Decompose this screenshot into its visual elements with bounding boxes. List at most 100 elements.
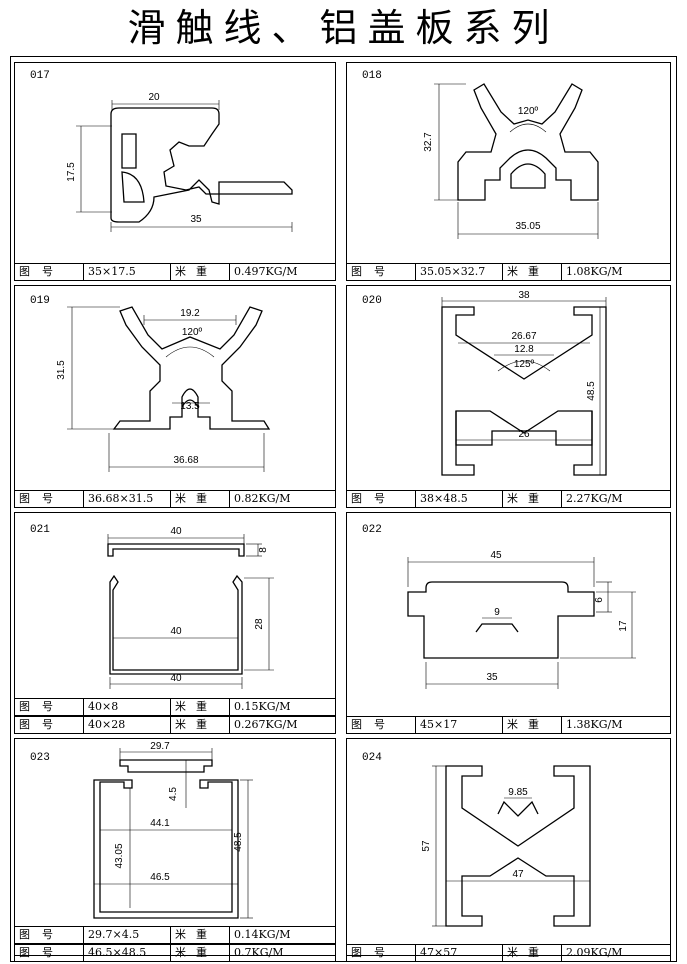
weight-label: 米重	[503, 491, 562, 507]
dim-angle: 120º	[182, 327, 203, 338]
spec-row-023a: 图号 29.7×4.5 米重 0.14KG/M	[14, 926, 336, 944]
spec-weight: 2.27KG/M	[566, 492, 623, 505]
item-code: 017	[30, 70, 50, 82]
dim-cap-height: 8	[258, 547, 269, 553]
profile-drawing-021: 40 8 28 40 40	[107, 526, 274, 689]
spec-weight: 0.497KG/M	[234, 265, 298, 278]
dim-height: 48.5	[233, 832, 244, 852]
weight-label: 米重	[171, 491, 230, 507]
dim-slot: 13.5	[180, 401, 200, 412]
spec-weight: 0.15KG/M	[234, 700, 291, 713]
weight-label: 米重	[503, 945, 562, 961]
spec-weight: 1.38KG/M	[566, 718, 623, 731]
dim-width: 38	[518, 290, 530, 301]
item-code: 023	[30, 752, 50, 764]
dim-width-bottom: 35	[190, 214, 202, 225]
item-code: 019	[30, 295, 50, 307]
spec-size: 29.7×4.5	[84, 927, 171, 943]
dim-width-top: 20	[148, 92, 160, 103]
fig-no-label: 图号	[347, 717, 416, 733]
weight-label: 米重	[171, 264, 230, 280]
spec-size: 36.68×31.5	[84, 491, 171, 507]
panel-023	[14, 738, 336, 956]
weight-label: 米重	[503, 264, 562, 280]
spec-size: 40×28	[84, 717, 171, 733]
fig-no-label: 图号	[15, 264, 84, 280]
dim-cap-width: 40	[170, 526, 182, 537]
spec-size: 38×48.5	[416, 491, 503, 507]
dim-width: 40	[170, 673, 182, 684]
dim-height: 48.5	[586, 381, 597, 401]
fig-no-label: 图号	[347, 264, 416, 280]
item-code: 018	[362, 70, 382, 82]
weight-label: 米重	[503, 717, 562, 733]
weight-label: 米重	[171, 699, 230, 715]
spec-weight: 1.08KG/M	[566, 265, 623, 278]
spec-row-020: 图号 38×48.5 米重 2.27KG/M	[346, 490, 671, 508]
dim-height: 31.5	[56, 360, 67, 380]
fig-no-label: 图号	[15, 945, 84, 961]
profile-drawing-019: 19.2 120º 31.5 13.5 36.68	[56, 306, 271, 472]
spec-row-024: 图号 47×57 米重 2.09KG/M	[346, 944, 671, 962]
dim-inner-width: 26.67	[511, 331, 536, 342]
spec-row-023b: 图号 46.5×48.5 米重 0.7KG/M	[14, 944, 336, 962]
dim-bottom: 26	[518, 429, 530, 440]
dim-height: 32.7	[423, 132, 434, 152]
spec-weight: 2.09KG/M	[566, 946, 623, 959]
dim-slot: 9	[494, 607, 500, 618]
spec-size: 40×8	[84, 699, 171, 715]
spec-row-021a: 图号 40×8 米重 0.15KG/M	[14, 698, 336, 716]
dim-height: 17	[618, 620, 629, 632]
dim-angle: 125º	[514, 359, 535, 370]
spec-row-017: 图号 35×17.5 米重 0.497KG/M	[14, 263, 336, 281]
item-code: 021	[30, 524, 50, 536]
fig-no-label: 图号	[347, 491, 416, 507]
spec-row-019: 图号 36.68×31.5 米重 0.82KG/M	[14, 490, 336, 508]
dim-step: 6	[594, 597, 605, 603]
dim-height: 17.5	[66, 162, 77, 182]
dim-slot: 12.8	[514, 344, 534, 355]
spec-weight: 0.14KG/M	[234, 928, 291, 941]
spec-row-022: 图号 45×17 米重 1.38KG/M	[346, 716, 671, 734]
page-title: 滑触线、铝盖板系列	[127, 6, 560, 50]
dim-width: 47	[512, 869, 524, 880]
dim-cap-width: 29.7	[150, 741, 170, 752]
spec-size: 46.5×48.5	[84, 945, 171, 961]
dim-inner-width: 44.1	[150, 818, 170, 829]
fig-no-label: 图号	[15, 699, 84, 715]
spec-row-018: 图号 35.05×32.7 米重 1.08KG/M	[346, 263, 671, 281]
dim-inner-width: 40	[170, 626, 182, 637]
weight-label: 米重	[171, 945, 230, 961]
dim-top-width: 19.2	[180, 308, 200, 319]
panel-024	[346, 738, 671, 956]
profile-drawing-018: 32.7 120º 35.05	[423, 83, 599, 239]
dim-width: 36.68	[173, 455, 198, 466]
weight-label: 米重	[171, 927, 230, 943]
fig-no-label: 图号	[15, 491, 84, 507]
dim-width: 35.05	[515, 221, 540, 232]
profile-drawing-017: 20 17.5 35	[66, 92, 293, 232]
dim-inner-height: 43.05	[114, 843, 125, 868]
profile-drawing-023: 29.7 4.5 44.1 43.05 48.5 46.5	[93, 741, 253, 919]
profile-drawing-024: 9.85 57 47	[421, 765, 591, 927]
dim-angle: 120º	[518, 106, 539, 117]
dim-cap-height: 4.5	[168, 787, 179, 801]
spec-weight: 0.7KG/M	[234, 946, 284, 959]
dim-width: 46.5	[150, 872, 170, 883]
spec-size: 35×17.5	[84, 264, 171, 280]
item-code: 024	[362, 752, 382, 764]
item-code: 020	[362, 295, 382, 307]
item-code: 022	[362, 524, 382, 536]
spec-size: 45×17	[416, 717, 503, 733]
dim-slot: 9.85	[508, 787, 528, 798]
fig-no-label: 图号	[15, 927, 84, 943]
spec-weight: 0.267KG/M	[234, 718, 298, 731]
fig-no-label: 图号	[347, 945, 416, 961]
spec-size: 47×57	[416, 945, 503, 961]
fig-no-label: 图号	[15, 717, 84, 733]
dim-height: 28	[254, 618, 265, 630]
profile-drawing-022: 45 6 17 9 35	[407, 550, 636, 689]
dim-bottom: 35	[486, 672, 498, 683]
spec-weight: 0.82KG/M	[234, 492, 291, 505]
profile-drawing-020: 38 26.67 12.8 125º 48.5 26	[441, 290, 607, 476]
